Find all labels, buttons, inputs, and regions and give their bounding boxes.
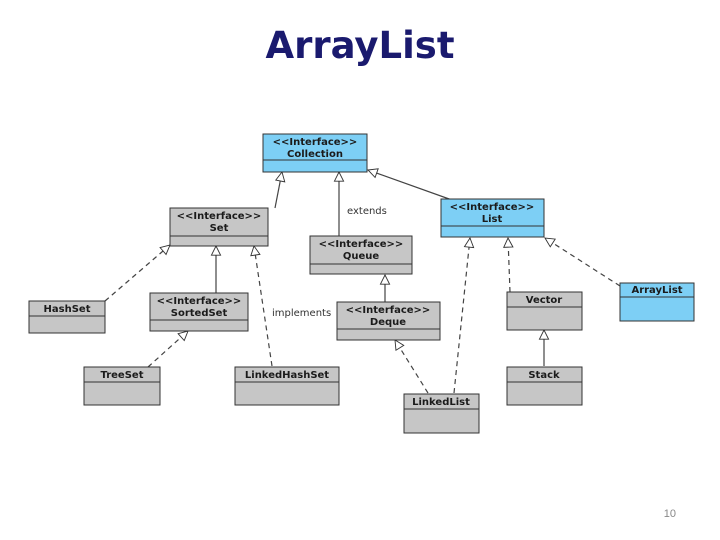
node-sortedset-stereotype: <<Interface>>: [157, 296, 242, 307]
slide-title: ArrayList: [265, 24, 455, 67]
node-deque-label: Deque: [370, 317, 406, 328]
node-treeset: TreeSet: [83, 366, 161, 406]
edge-vector-list: [508, 238, 510, 293]
node-set-label: Set: [210, 223, 229, 234]
node-arraylist: ArrayList: [619, 282, 695, 322]
edge-arraylist-list: [545, 238, 621, 287]
node-linkedhashset: LinkedHashSet: [234, 366, 340, 406]
node-deque: <<Interface>> Deque: [336, 301, 441, 341]
edge-set-collection: [274, 172, 282, 209]
node-collection-label: Collection: [287, 149, 343, 160]
edge-linkedhashset-set: [254, 246, 273, 367]
node-stack: Stack: [506, 366, 583, 406]
node-list-label: List: [482, 214, 503, 225]
node-set: <<Interface>> Set: [169, 207, 269, 247]
node-hashset-label: HashSet: [44, 304, 91, 315]
node-queue: <<Interface>> Queue: [309, 235, 413, 275]
node-set-stereotype: <<Interface>>: [177, 211, 262, 222]
node-deque-stereotype: <<Interface>>: [346, 305, 431, 316]
node-sortedset-label: SortedSet: [171, 308, 228, 319]
node-collection: <<Interface>> Collection: [262, 133, 368, 173]
node-queue-stereotype: <<Interface>>: [319, 239, 404, 250]
node-linkedlist-label: LinkedList: [412, 397, 470, 408]
implements-label: implements: [272, 308, 331, 319]
node-treeset-label: TreeSet: [101, 370, 144, 381]
edge-linkedlist-list: [453, 238, 470, 394]
edge-list-collection: [368, 170, 453, 201]
page-number: 10: [663, 508, 676, 520]
edge-linkedlist-deque: [395, 340, 429, 394]
extends-edges: [216, 170, 544, 366]
node-sortedset: <<Interface>> SortedSet: [149, 292, 249, 332]
node-collection-stereotype: <<Interface>>: [273, 137, 358, 148]
node-linkedhashset-label: LinkedHashSet: [245, 370, 329, 381]
implements-edges: [104, 238, 621, 394]
node-stack-label: Stack: [528, 370, 560, 381]
node-vector-label: Vector: [526, 295, 563, 306]
node-linkedlist: LinkedList: [403, 393, 480, 434]
node-vector: Vector: [506, 291, 583, 331]
extends-label: extends: [347, 206, 387, 217]
node-hashset: HashSet: [28, 300, 106, 334]
node-queue-label: Queue: [343, 251, 380, 262]
edge-treeset-sortedset: [147, 331, 188, 368]
node-arraylist-label: ArrayList: [631, 285, 682, 296]
node-list: <<Interface>> List: [440, 198, 545, 238]
node-list-stereotype: <<Interface>>: [450, 202, 535, 213]
